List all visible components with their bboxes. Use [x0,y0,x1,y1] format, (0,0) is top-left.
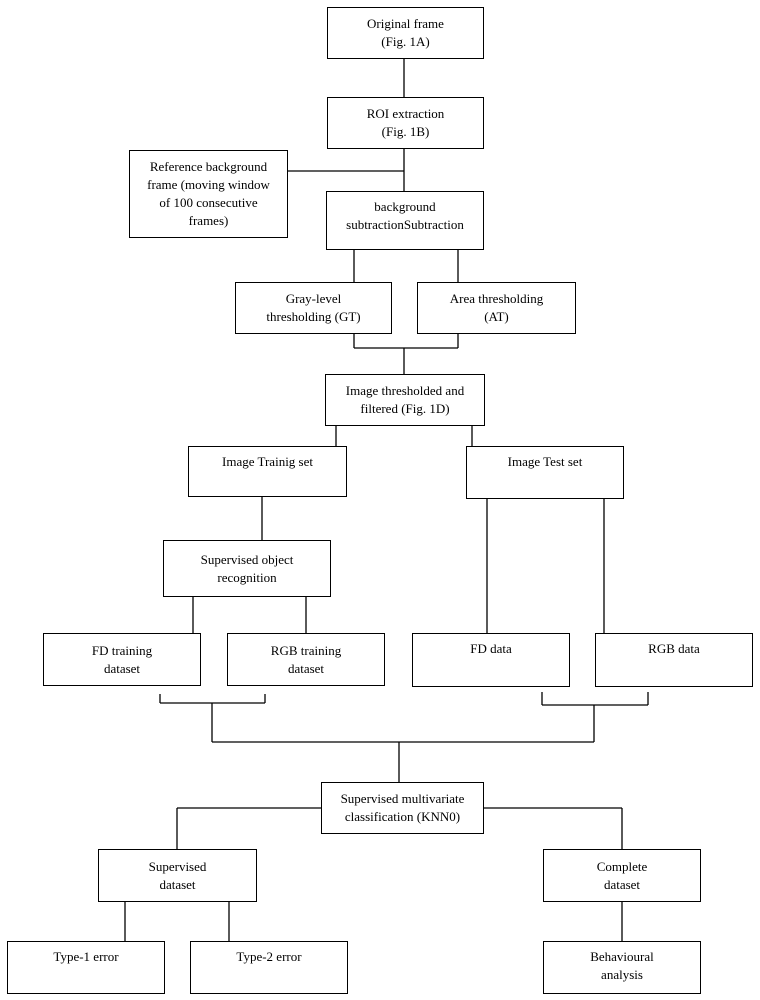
node-fd-data-label: FD data [470,641,512,656]
node-area-thresholding: Area thresholding (AT) [417,282,576,334]
node-behavioural-analysis-label: Behavioural analysis [590,949,654,982]
node-supervised-dataset: Supervised dataset [98,849,257,902]
node-background-subtraction-label: background subtractionSubtraction [346,199,464,232]
node-roi-extraction: ROI extraction (Fig. 1B) [327,97,484,149]
node-fd-training-dataset: FD training dataset [43,633,201,686]
node-area-thresholding-label: Area thresholding (AT) [449,291,544,324]
node-supervised-multivariate-classification: Supervised multivariate classification (… [321,782,484,834]
node-type2-error-label: Type-2 error [236,949,302,964]
node-original-frame-label: Original frame (Fig. 1A) [367,16,444,49]
node-supervised-object-recognition: Supervised object recognition [163,540,331,597]
node-type1-error: Type-1 error [7,941,165,994]
node-complete-dataset-label: Complete dataset [596,858,648,892]
node-type1-error-label: Type-1 error [53,949,119,964]
node-background-subtraction: background subtractionSubtraction [326,191,484,250]
node-supervised-object-recognition-label: Supervised object recognition [200,551,294,585]
node-image-training-set-label: Image Trainig set [222,454,313,469]
node-rgb-data: RGB data [595,633,753,687]
node-reference-background: Reference background frame (moving windo… [129,150,288,238]
node-fd-training-dataset-label: FD training dataset [91,642,153,676]
node-complete-dataset: Complete dataset [543,849,701,902]
node-image-thresholded: Image thresholded and filtered (Fig. 1D) [325,374,485,426]
node-image-thresholded-label: Image thresholded and filtered (Fig. 1D) [345,383,465,416]
node-image-test-set-label: Image Test set [507,454,583,469]
node-supervised-multivariate-classification-label: Supervised multivariate classification (… [340,791,465,824]
node-behavioural-analysis: Behavioural analysis [543,941,701,994]
node-rgb-training-dataset: RGB training dataset [227,633,385,686]
node-image-training-set: Image Trainig set [188,446,347,497]
node-fd-data: FD data [412,633,570,687]
node-reference-background-label: Reference background frame (moving windo… [147,159,270,228]
node-gray-level-thresholding: Gray-level thresholding (GT) [235,282,392,334]
node-gray-level-thresholding-label: Gray-level thresholding (GT) [266,291,361,324]
node-rgb-data-label: RGB data [648,641,700,656]
node-original-frame: Original frame (Fig. 1A) [327,7,484,59]
node-type2-error: Type-2 error [190,941,348,994]
node-roi-extraction-label: ROI extraction (Fig. 1B) [366,106,445,139]
node-supervised-dataset-label: Supervised dataset [148,858,207,892]
node-rgb-training-dataset-label: RGB training dataset [270,642,342,676]
node-image-test-set: Image Test set [466,446,624,499]
